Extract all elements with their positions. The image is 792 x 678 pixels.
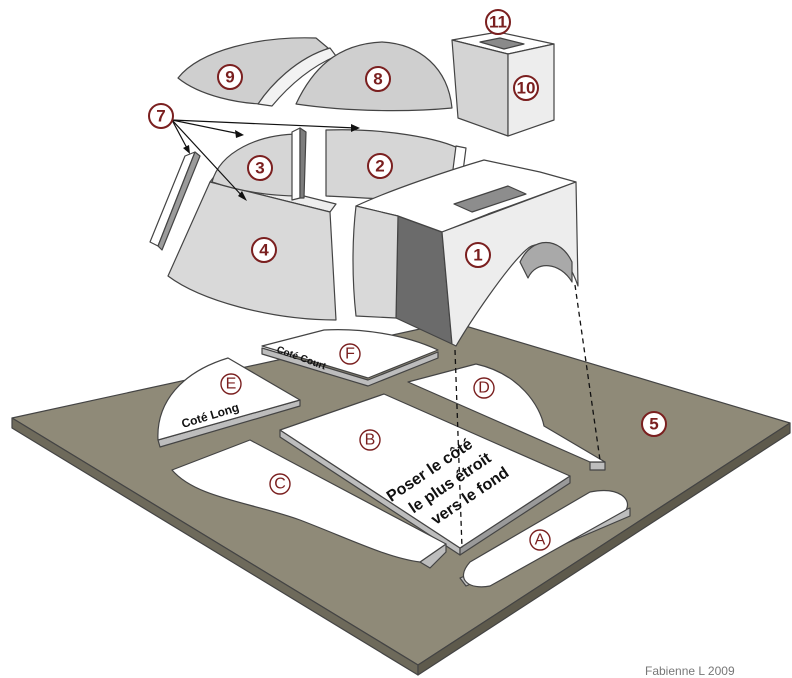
dome-piece-8-marker xyxy=(365,66,391,92)
wall-piece-2-marker xyxy=(367,153,393,179)
chimney-cap-11: 11 xyxy=(485,9,511,35)
wall-piece-4-label: 4 xyxy=(259,241,269,260)
floor-piece-b: B Poser le côté le plus étroit vers le f… xyxy=(279,393,571,556)
wall-piece-2-label: 2 xyxy=(375,157,384,176)
callout-7-marker xyxy=(148,103,174,129)
callout-7-label: 7 xyxy=(156,107,165,126)
callout-7-arrow-4 xyxy=(171,119,189,151)
callout-7-arrow-3 xyxy=(171,119,245,199)
wall-piece-3-label: 3 xyxy=(255,159,264,178)
floor-piece-f-label: F xyxy=(345,346,355,363)
wall-piece-3: 3 xyxy=(211,127,307,201)
floor-piece-b-label: B xyxy=(365,432,376,449)
arch-piece-1: 1 xyxy=(352,159,579,347)
floor-piece-b-marker xyxy=(359,429,381,451)
floor-piece-f-marker xyxy=(339,343,361,365)
dome-piece-9-label: 9 xyxy=(225,68,234,87)
floor-piece-e: Coté Long E xyxy=(157,357,301,448)
arch-piece-1-label: 1 xyxy=(473,246,482,265)
chimney-piece-10: 10 xyxy=(451,31,555,137)
floor-piece-a: A xyxy=(459,490,631,588)
wall-piece-4: 4 xyxy=(167,173,337,321)
base-board-label: 5 xyxy=(649,415,658,434)
callout-7-arrowhead-3 xyxy=(238,191,247,201)
wall-strip-left xyxy=(149,151,201,251)
chimney-piece-10-label: 10 xyxy=(517,79,536,98)
credit-text: Fabienne L 2009 xyxy=(645,664,735,678)
floor-piece-a-label: A xyxy=(535,532,546,549)
callout-7-arrowhead-4 xyxy=(183,145,190,154)
base-board-marker-group: 5 xyxy=(641,411,667,437)
callout-7-arrowhead-1 xyxy=(235,130,244,138)
arch-piece-1-marker xyxy=(465,242,491,268)
callout-7-arrow-1 xyxy=(171,119,241,135)
chimney-cap-11-marker xyxy=(485,9,511,35)
wall-piece-3-marker xyxy=(247,155,273,181)
arch-piece-1-opening xyxy=(519,241,573,283)
floor-piece-c-label: C xyxy=(274,476,286,493)
alignment-line-right xyxy=(574,284,601,461)
alignment-lines xyxy=(454,284,601,549)
floor-piece-d-marker xyxy=(473,377,495,399)
floor-piece-e-label: E xyxy=(226,376,237,393)
alignment-line-left xyxy=(454,349,463,549)
chimney-piece-10-flue xyxy=(479,37,525,50)
floor-piece-d: D xyxy=(407,363,606,471)
callout-7-arrowhead-2 xyxy=(351,124,360,132)
floor-piece-c-marker xyxy=(269,473,291,495)
floor-piece-d-label: D xyxy=(478,380,490,397)
dome-piece-9: 9 xyxy=(177,37,337,107)
dome-piece-8: 8 xyxy=(295,41,453,112)
chimney-piece-10-marker xyxy=(513,75,539,101)
arch-piece-1-slot xyxy=(453,185,527,213)
base-board-marker xyxy=(641,411,667,437)
dome-piece-9-marker xyxy=(217,64,243,90)
floor-piece-a-marker xyxy=(529,529,551,551)
base-board-right-edge xyxy=(417,422,791,676)
wall-piece-4-marker xyxy=(251,237,277,263)
floor-piece-c: C xyxy=(171,439,447,569)
dome-piece-8-label: 8 xyxy=(373,70,382,89)
callout-7: 7 xyxy=(148,103,360,201)
floor-piece-e-marker xyxy=(220,373,242,395)
chimney-cap-11-label: 11 xyxy=(489,13,507,32)
floor-piece-f: Coté Court F xyxy=(261,329,439,387)
callout-7-arrow-2 xyxy=(171,119,357,129)
